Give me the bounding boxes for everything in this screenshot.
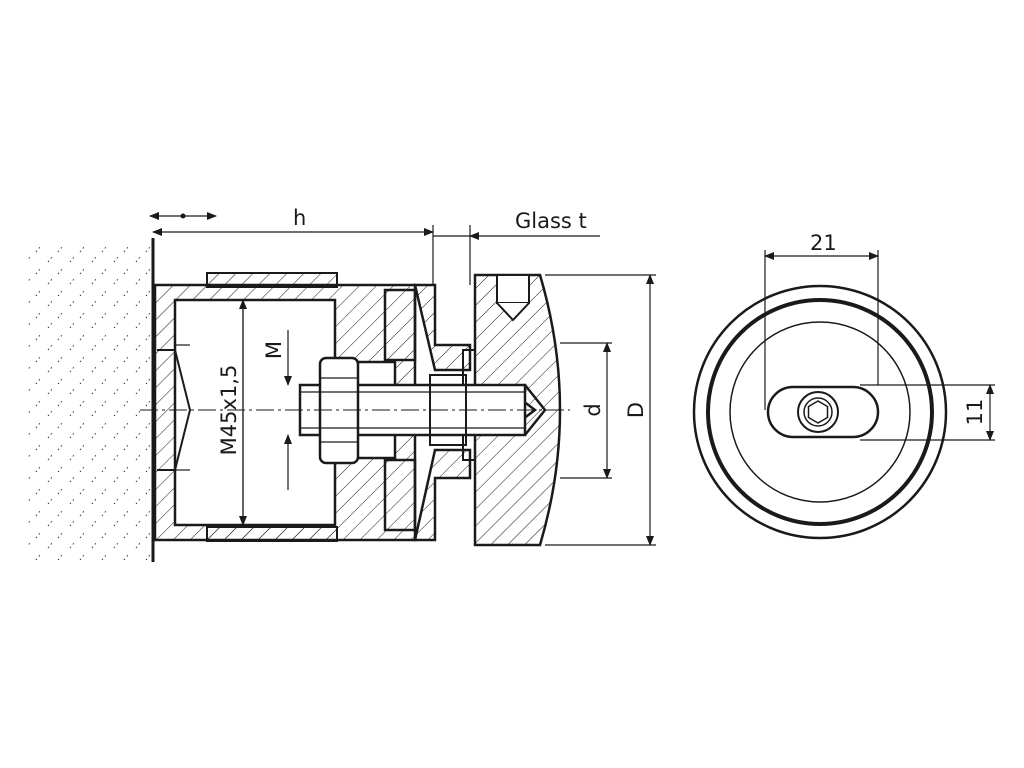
dimension-h (152, 225, 434, 285)
dimension-11 (860, 384, 995, 441)
dimension-D (545, 274, 656, 546)
label-d: d (581, 403, 605, 416)
dimension-glass-t (433, 225, 600, 285)
label-11: 11 (963, 399, 987, 426)
label-21: 21 (810, 231, 837, 255)
label-D: D (624, 402, 648, 418)
wall-section (28, 238, 155, 562)
label-glass-t: Glass t (515, 209, 587, 233)
label-m: M (262, 341, 286, 359)
dimension-21 (764, 250, 879, 410)
label-thread: M45x1,5 (217, 365, 241, 456)
label-h: h (293, 206, 306, 230)
dimension-d (560, 342, 612, 479)
front-view (692, 284, 948, 540)
adjustment-arrow-icon (149, 212, 217, 220)
spacer-section (383, 283, 472, 542)
